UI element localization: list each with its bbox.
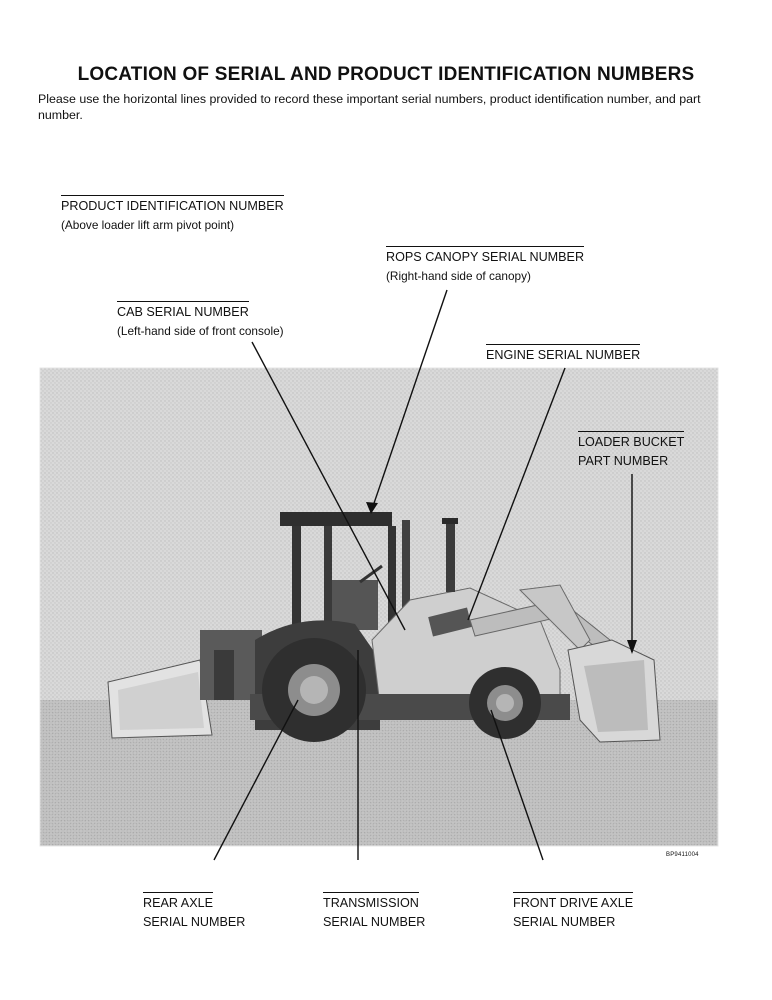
label-rear-axle: REAR AXLE SERIAL NUMBER xyxy=(143,892,245,932)
backhoe-loader xyxy=(107,512,661,743)
product-id-note: (Above loader lift arm pivot point) xyxy=(61,218,235,232)
rops-leader xyxy=(370,289,448,513)
front-axle-line2: SERIAL NUMBER xyxy=(513,915,616,929)
callout-lines xyxy=(213,289,637,861)
intro-text: Please use the horizontal lines provided… xyxy=(38,92,701,122)
label-engine: ENGINE SERIAL NUMBER xyxy=(486,344,641,365)
front-axle-line1: FRONT DRIVE AXLE xyxy=(513,892,634,913)
label-transmission: TRANSMISSION SERIAL NUMBER xyxy=(323,892,425,932)
photo-id: BP9411004 xyxy=(666,852,699,858)
engine-title: ENGINE SERIAL NUMBER xyxy=(486,344,641,365)
transmission-line1: TRANSMISSION xyxy=(323,892,419,913)
rops-title: ROPS CANOPY SERIAL NUMBER xyxy=(386,246,585,267)
bucket-line1: LOADER BUCKET xyxy=(578,431,685,452)
label-cab: CAB SERIAL NUMBER (Left-hand side of fro… xyxy=(117,301,284,341)
transmission-line2: SERIAL NUMBER xyxy=(323,915,426,929)
rops-arrowhead xyxy=(366,502,378,514)
front-axle-leader xyxy=(490,709,544,861)
label-rops: ROPS CANOPY SERIAL NUMBER (Right-hand si… xyxy=(386,246,585,286)
rear-axle-line2: SERIAL NUMBER xyxy=(143,915,246,929)
rear-axle-leader xyxy=(213,699,299,861)
product-id-title: PRODUCT IDENTIFICATION NUMBER xyxy=(61,195,284,216)
cab-leader xyxy=(251,341,406,631)
label-loader-bucket: LOADER BUCKET PART NUMBER xyxy=(578,431,685,471)
rear-axle-line1: REAR AXLE xyxy=(143,892,213,913)
bucket-line2: PART NUMBER xyxy=(578,454,669,468)
engine-leader xyxy=(467,367,566,621)
cab-title: CAB SERIAL NUMBER xyxy=(117,301,249,322)
page-title: LOCATION OF SERIAL AND PRODUCT IDENTIFIC… xyxy=(77,64,695,85)
cab-note: (Left-hand side of front console) xyxy=(117,324,284,338)
label-front-axle: FRONT DRIVE AXLE SERIAL NUMBER xyxy=(513,892,634,932)
label-product-id: PRODUCT IDENTIFICATION NUMBER (Above loa… xyxy=(61,195,284,235)
rops-note: (Right-hand side of canopy) xyxy=(386,269,531,283)
bucket-arrowhead xyxy=(627,640,637,654)
